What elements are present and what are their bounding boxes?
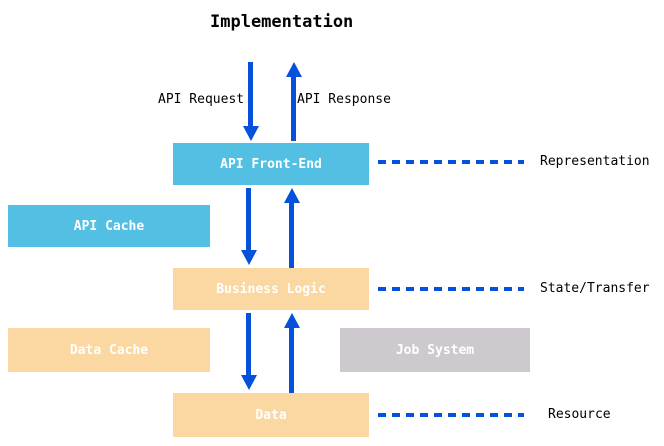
job-system-box: Job System [340, 328, 530, 372]
arrow-shaft [291, 77, 296, 141]
arrow-shaft [289, 203, 294, 268]
representation-dashed-line [378, 160, 524, 164]
diagram-title: Implementation [210, 12, 354, 32]
response-up-arrow-icon [285, 62, 302, 141]
api-cache-box: API Cache [8, 205, 210, 247]
data-cache-box: Data Cache [8, 328, 210, 372]
resource-label: Resource [548, 407, 611, 422]
api-front-end-box: API Front-End [173, 143, 369, 185]
representation-label: Representation [540, 154, 650, 169]
arrow-head-up [285, 62, 302, 77]
arrow-head-down [240, 375, 257, 390]
api-request-label: API Request [158, 92, 245, 107]
arrow-head-up [283, 188, 300, 203]
data-to-logic-up-arrow-icon [283, 313, 300, 393]
state-transfer-dashed-line [378, 287, 524, 291]
business-logic-box: Business Logic [173, 268, 369, 310]
arrow-shaft [289, 328, 294, 393]
data-box: Data [173, 393, 369, 437]
state-transfer-label: State/Transfer [540, 281, 650, 296]
resource-dashed-line [378, 413, 524, 417]
arrow-shaft [246, 313, 251, 375]
arrow-head-down [242, 126, 259, 141]
arrow-head-down [240, 250, 257, 265]
logic-to-frontend-up-arrow-icon [283, 188, 300, 268]
request-down-arrow-icon [242, 62, 259, 141]
arrow-shaft [246, 188, 251, 250]
frontend-to-logic-down-arrow-icon [240, 188, 257, 265]
api-response-label: API Response [297, 92, 391, 107]
arrow-shaft [248, 62, 253, 126]
arrow-head-up [283, 313, 300, 328]
logic-to-data-down-arrow-icon [240, 313, 257, 390]
